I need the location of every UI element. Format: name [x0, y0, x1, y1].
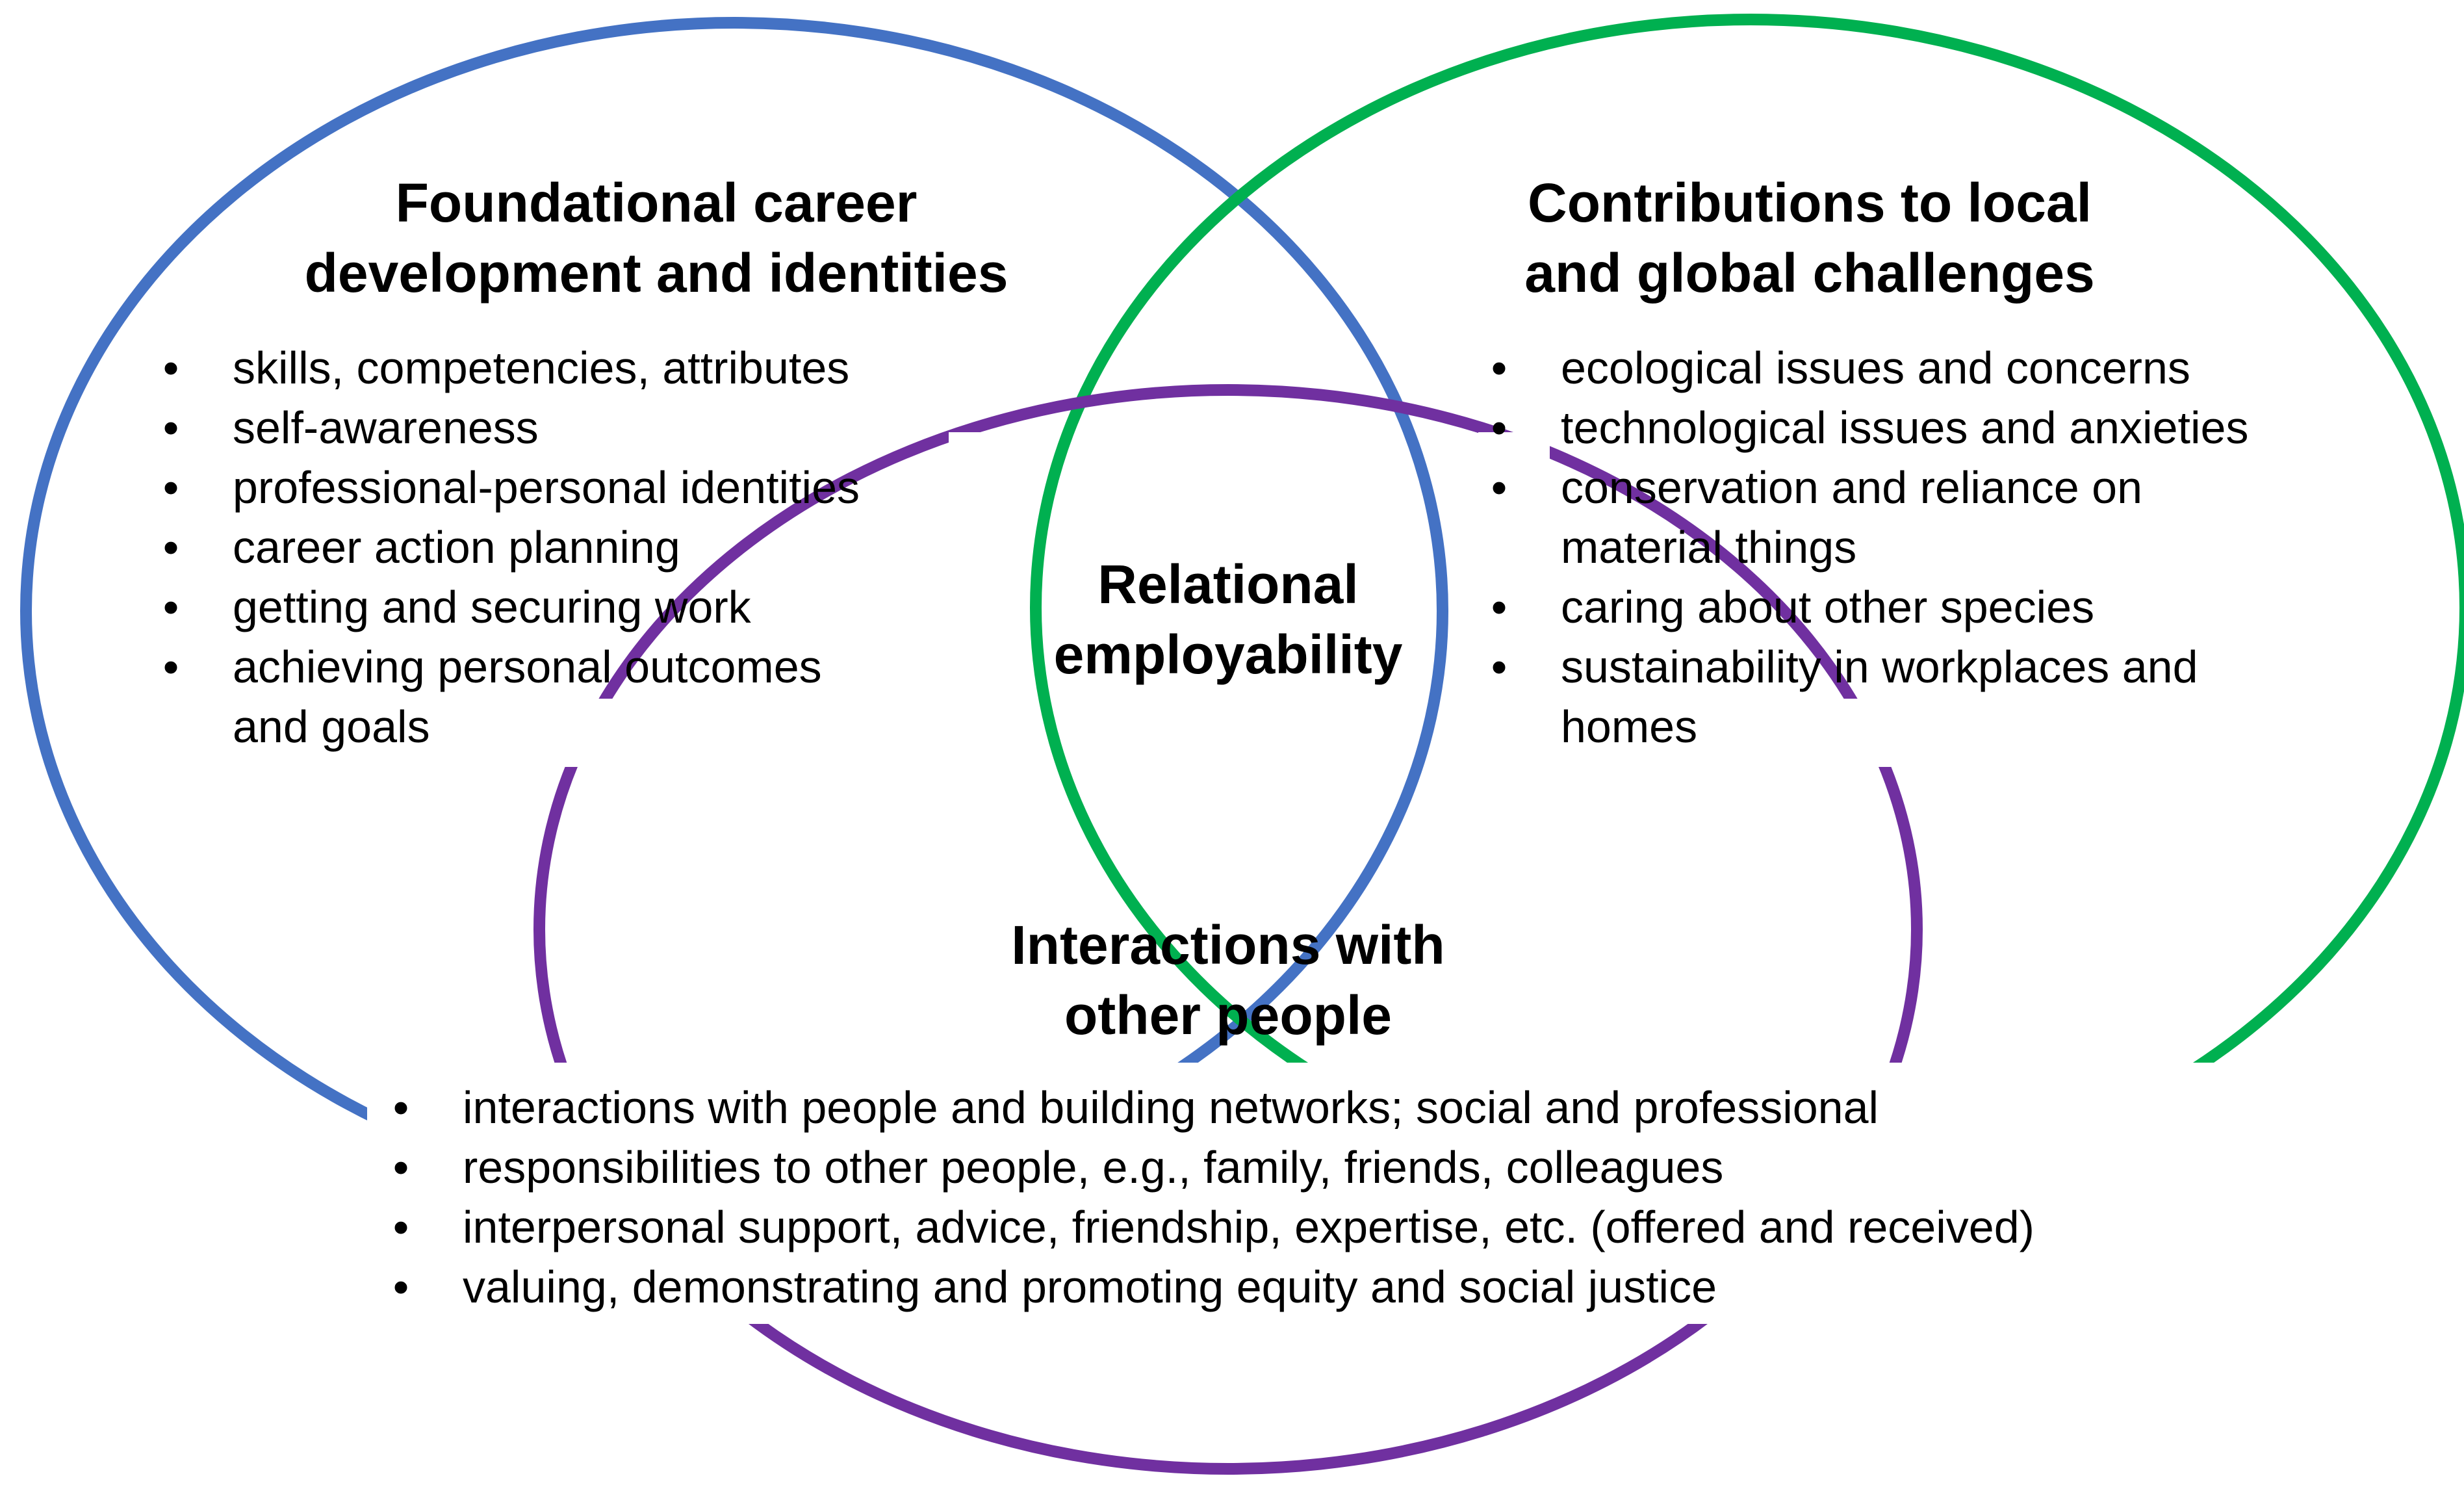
list-item-text: technological issues and anxieties	[1561, 402, 2249, 453]
left-title-line-2: development and identities	[304, 242, 1008, 304]
list-item: responsibilities to other people, e.g., …	[388, 1137, 2034, 1197]
list-item-text: getting and securing work	[233, 582, 751, 632]
list-item-text: interactions with people and building ne…	[463, 1082, 1879, 1133]
center-title: Relational employability	[1014, 549, 1443, 690]
left-title-line-1: Foundational career	[395, 172, 918, 233]
bottom-title-line-1: Interactions with	[1011, 914, 1445, 976]
list-item-text: skills, competencies, attributes	[233, 343, 850, 393]
list-item-text: responsibilities to other people, e.g., …	[463, 1142, 1724, 1193]
right-bullet-list: ecological issues and concerns technolog…	[1486, 338, 2248, 757]
right-circle-title: Contributions to local and global challe…	[1469, 168, 2151, 308]
mask-right-green-arc	[2170, 1063, 2464, 1329]
mask-left-list	[949, 432, 1020, 764]
list-item-text: career action planning	[233, 522, 680, 573]
list-item-text: interpersonal support, advice, friendshi…	[463, 1202, 2034, 1252]
list-item: self-awareness	[158, 398, 860, 458]
bottom-bullet-list: interactions with people and building ne…	[388, 1078, 2034, 1317]
list-item-text: professional-personal identities	[233, 462, 860, 513]
right-title-line-2: and global challenges	[1524, 242, 2095, 304]
list-item: professional-personal identities	[158, 458, 860, 517]
left-circle-title: Foundational career development and iden…	[266, 168, 1046, 308]
center-title-line-1: Relational	[1097, 554, 1359, 615]
list-item: interactions with people and building ne…	[388, 1078, 2034, 1137]
list-item: getting and securing work	[158, 577, 860, 637]
list-item: interpersonal support, advice, friendshi…	[388, 1197, 2034, 1257]
right-title-line-1: Contributions to local	[1528, 172, 2092, 233]
list-item-text: ecological issues and concerns	[1561, 343, 2190, 393]
list-item-text: self-awareness	[233, 402, 539, 453]
left-bullet-list: skills, competencies, attributes self-aw…	[158, 338, 860, 757]
list-item: technological issues and anxieties	[1486, 398, 2248, 458]
list-item: valuing, demonstrating and promoting equ…	[388, 1257, 2034, 1317]
list-item: skills, competencies, attributes	[158, 338, 860, 398]
bottom-title-line-2: other people	[1064, 985, 1392, 1046]
list-item: caring about other species	[1486, 577, 2248, 637]
list-item-text: caring about other species	[1561, 582, 2095, 632]
list-item: ecological issues and concerns	[1486, 338, 2248, 398]
list-item: career action planning	[158, 517, 860, 577]
bottom-circle-title: Interactions with other people	[929, 910, 1527, 1050]
list-item-text: valuing, demonstrating and promoting equ…	[463, 1262, 1717, 1312]
center-title-line-2: employability	[1053, 624, 1403, 685]
bottom-circle	[533, 384, 1923, 1475]
